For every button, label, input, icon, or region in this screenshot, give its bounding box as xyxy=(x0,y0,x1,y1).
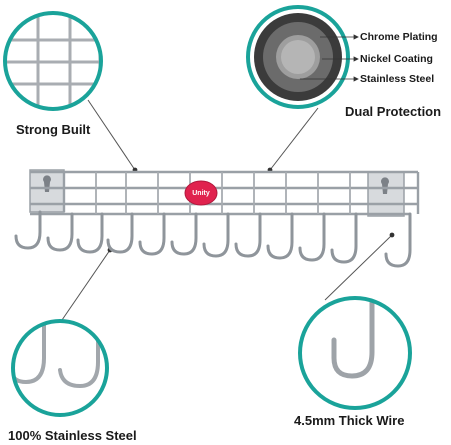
feature-label-thick-wire: 4.5mm Thick Wire xyxy=(294,413,405,428)
hook xyxy=(14,210,42,250)
layer-pointer-arrow xyxy=(353,34,359,40)
hook xyxy=(202,212,230,258)
leader-line-wire xyxy=(324,234,393,301)
hook xyxy=(106,212,134,254)
hook xyxy=(266,212,294,260)
zoom-circle-hooks xyxy=(11,319,109,417)
keyhole-slot xyxy=(380,177,389,194)
hook xyxy=(138,212,166,256)
layer-label-stainless: Stainless Steel xyxy=(360,73,435,85)
hook xyxy=(46,212,74,252)
feature-label-stainless-steel: 100% Stainless Steel xyxy=(8,428,137,443)
hook xyxy=(330,212,358,264)
hook xyxy=(384,212,412,268)
coating-layers-diagram xyxy=(246,5,350,109)
layer-label-nickel: Nickel Coating xyxy=(360,53,433,65)
hook xyxy=(76,212,104,254)
zoom-circle-grid xyxy=(3,11,103,111)
feature-label-dual-protection: Dual Protection xyxy=(345,104,442,119)
leader-line-steel xyxy=(61,249,111,321)
layer-label-chrome: Chrome Plating xyxy=(360,31,438,43)
leader-line-dual xyxy=(269,107,319,171)
hook xyxy=(298,212,326,262)
leader-line-strong xyxy=(87,99,136,171)
brand-badge-text: Unity xyxy=(192,190,210,197)
brand-badge xyxy=(184,180,218,206)
hook xyxy=(170,212,198,256)
hook-rack xyxy=(14,169,420,268)
layer-pointer-arrow xyxy=(353,76,359,82)
zoom-circle-wire xyxy=(298,296,412,410)
leader-dot xyxy=(389,232,395,238)
feature-label-strong-built: Strong Built xyxy=(16,122,91,137)
hook xyxy=(234,212,262,258)
layer-pointer-arrow xyxy=(353,56,359,62)
